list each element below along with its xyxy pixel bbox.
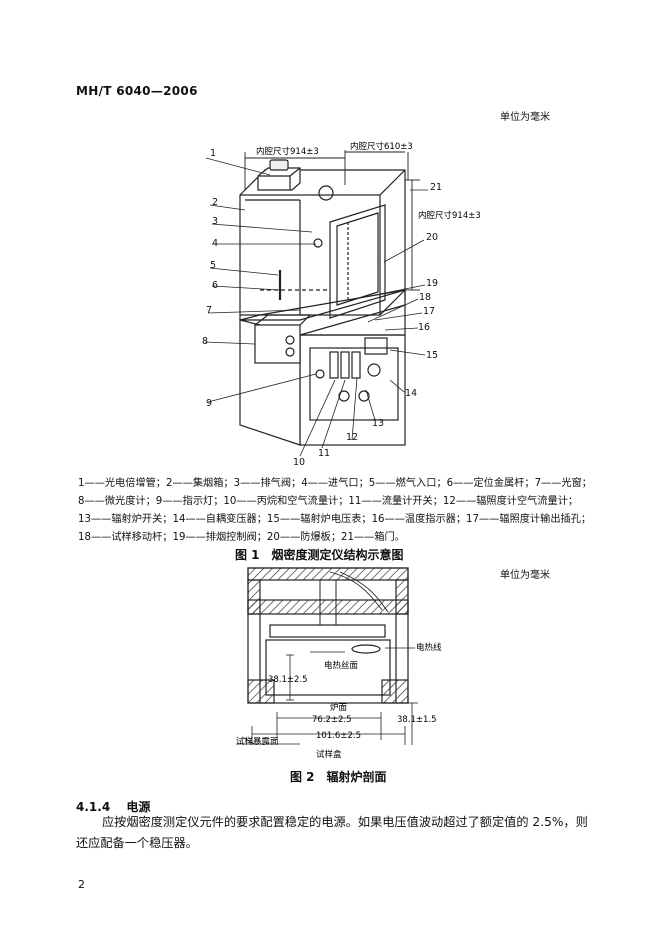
figure1-legend-line-1: 1——光电倍增管；2——集烟箱；3——排气阀；4——进气口；5——燃气入口；6—… <box>78 478 592 489</box>
fig2-label-outer: 101.6±2.5 <box>316 731 361 741</box>
fig2-label-inner: 76.2±2.5 <box>312 715 352 725</box>
figure1-legend-line-4: 18——试样移动杆；19——排烟控制阀；20——防爆板；21——箱门。 <box>78 532 405 543</box>
figure2-drawing: 电热线 电热丝面 炉面 38.1±2.5 76.2±2.5 101.6±2.5 … <box>236 567 442 760</box>
fig2-label-hole: 炉面 <box>330 702 348 713</box>
fig2-label-surface: 试样暴露面 <box>236 736 279 747</box>
callout-8: 8 <box>202 336 208 347</box>
callout-19: 19 <box>426 278 438 289</box>
figure2-unit-note: 单位为毫米 <box>500 570 550 581</box>
fig1-dim-width: 内腔尺寸610±3 <box>350 141 413 152</box>
callout-11: 11 <box>318 448 330 459</box>
figure1-drawing: 内腔尺寸914±3 内腔尺寸610±3 内腔尺寸914±3 1 2 3 4 5 … <box>202 141 481 468</box>
figure1-legend-line-2: 8——微光度计；9——指示灯；10——丙烷和空气流量计；11——流量计开关；12… <box>78 496 579 507</box>
section-title: 电源 <box>126 800 151 814</box>
callout-16: 16 <box>418 322 430 333</box>
body-paragraph: 应按烟密度测定仪元件的要求配置稳定的电源。如果电压值波动超过了额定值的 2.5%… <box>76 815 588 850</box>
fig1-dim-depth: 内腔尺寸914±3 <box>256 146 319 157</box>
figure1-legend-line-3: 13——辐射炉开关；14——自耦变压器；15——辐射炉电压表；16——温度指示器… <box>78 514 592 525</box>
page-number: 2 <box>78 878 85 891</box>
callout-20: 20 <box>426 232 438 243</box>
fig1-dim-height: 内腔尺寸914±3 <box>418 210 481 221</box>
callout-15: 15 <box>426 350 438 361</box>
callout-2: 2 <box>212 197 218 208</box>
figure1-caption: 图 1 烟密度测定仪结构示意图 <box>235 548 404 562</box>
section-heading: 4.1.4 电源 <box>76 798 150 815</box>
fig2-label-gap: 38.1±1.5 <box>397 715 437 725</box>
callout-9: 9 <box>206 398 212 409</box>
callout-13: 13 <box>372 418 384 429</box>
callout-6: 6 <box>212 280 218 291</box>
callout-5: 5 <box>210 260 216 271</box>
section-number: 4.1.4 <box>76 800 111 814</box>
callout-17: 17 <box>423 306 435 317</box>
callout-14: 14 <box>405 388 417 399</box>
callout-10: 10 <box>293 457 305 468</box>
callout-1: 1 <box>210 148 216 159</box>
fig2-label-height: 38.1±2.5 <box>268 675 308 685</box>
callout-21: 21 <box>430 182 442 193</box>
callout-7: 7 <box>206 305 212 316</box>
fig2-label-box: 试样盒 <box>316 749 342 760</box>
figure2-caption: 图 2 辐射炉剖面 <box>290 770 387 784</box>
figure1-unit-note: 单位为毫米 <box>500 112 550 123</box>
callout-12: 12 <box>346 432 358 443</box>
fig2-label-wire: 电热线 <box>416 642 442 653</box>
callout-4: 4 <box>212 238 218 249</box>
document-code: MH/T 6040—2006 <box>76 84 198 98</box>
fig2-label-coil: 电热丝面 <box>324 660 359 671</box>
callout-18: 18 <box>419 292 431 303</box>
callout-3: 3 <box>212 216 218 227</box>
